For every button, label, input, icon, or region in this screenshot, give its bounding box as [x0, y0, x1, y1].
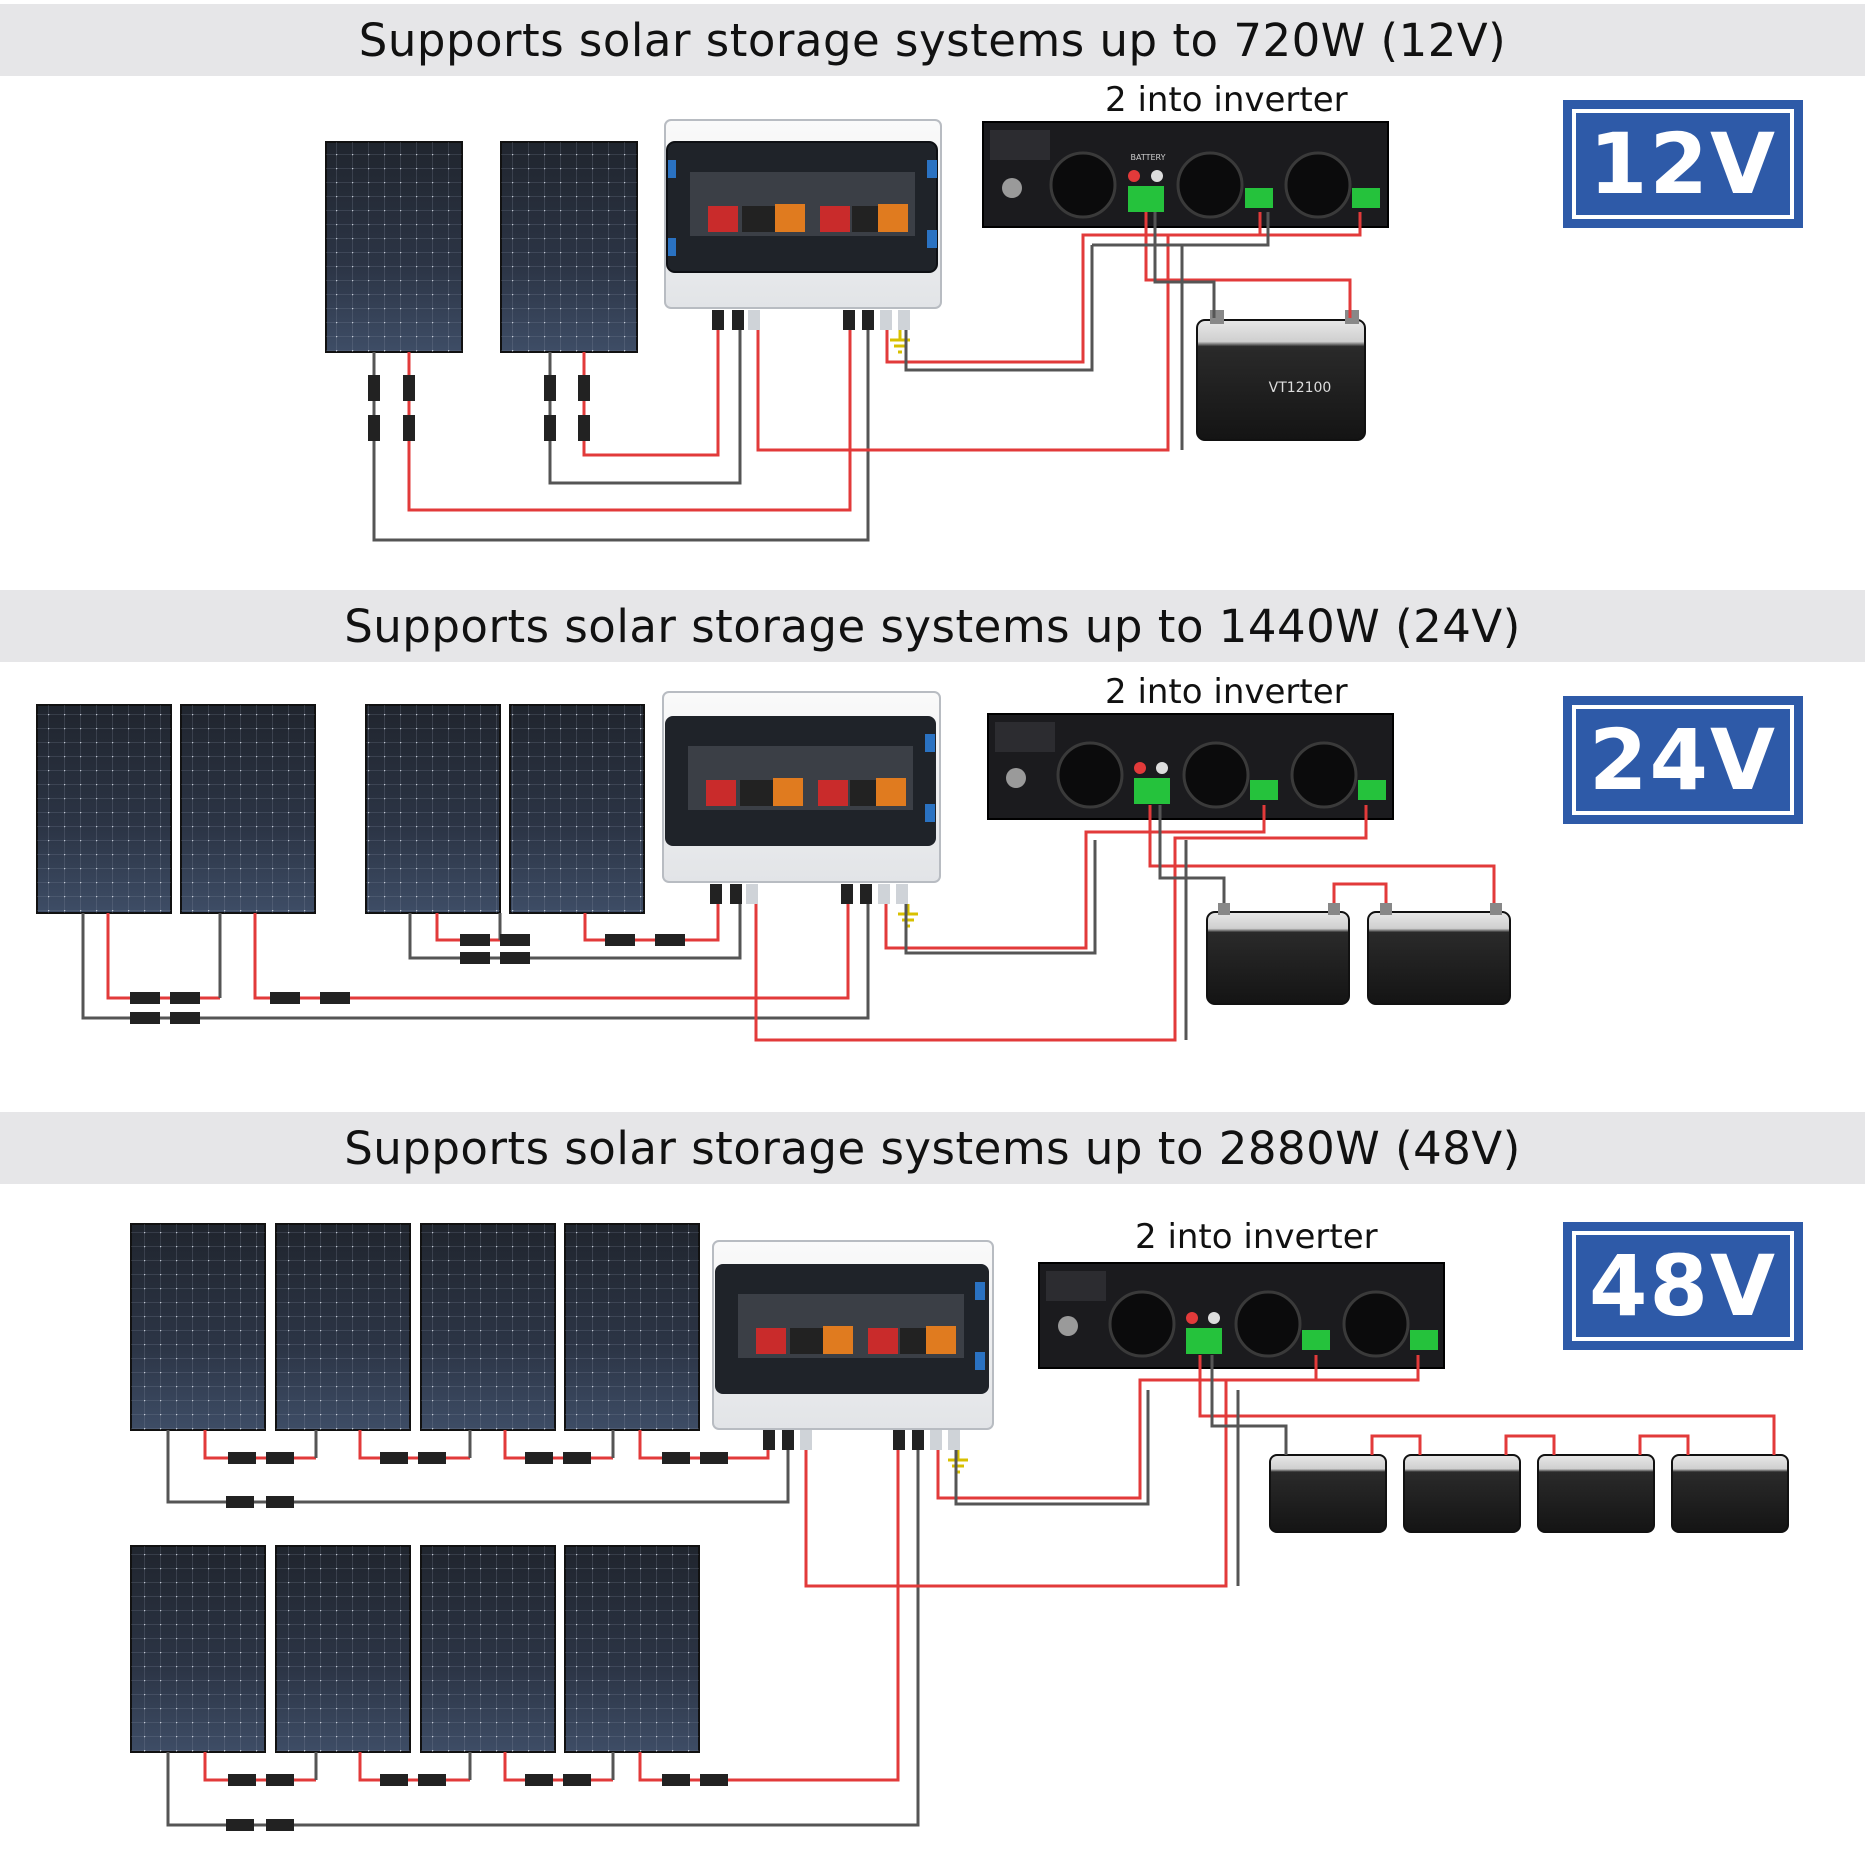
- battery: [1403, 1454, 1521, 1533]
- inverter-battery-text: BATTERY: [1131, 153, 1166, 162]
- section-48v-diagram: [130, 1223, 1789, 1831]
- section-24v-banner: Supports solar storage systems up to 144…: [0, 590, 1865, 662]
- section-12v-title: Supports solar storage systems up to 720…: [358, 13, 1507, 67]
- mc4-connectors-48v: [226, 1452, 728, 1831]
- solar-panel: [36, 704, 172, 914]
- section-48v-banner: Supports solar storage systems up to 288…: [0, 1112, 1865, 1184]
- solar-panel: [420, 1223, 556, 1431]
- mc4-connectors-24v: [130, 934, 685, 1024]
- battery: [1206, 903, 1350, 1005]
- section-24v-title: Supports solar storage systems up to 144…: [344, 599, 1521, 653]
- section-12v-banner: Supports solar storage systems up to 720…: [0, 4, 1865, 76]
- battery: [1269, 1454, 1387, 1533]
- voltage-badge-48v: 48V: [1563, 1222, 1803, 1350]
- battery: VT12100: [1196, 310, 1366, 441]
- solar-panel: [420, 1545, 556, 1753]
- voltage-badge-48v-text: 48V: [1589, 1237, 1777, 1335]
- combiner-box: [712, 1240, 994, 1474]
- section-24v-diagram: [36, 691, 1511, 1042]
- voltage-badge-12v-text: 12V: [1589, 115, 1777, 213]
- solar-panel: [325, 141, 463, 353]
- solar-panel: [564, 1545, 700, 1753]
- wires-48v: [166, 1355, 1776, 1827]
- solar-panel: [130, 1223, 266, 1431]
- inverter: [1038, 1262, 1445, 1369]
- inverter-label-12v: 2 into inverter: [1105, 80, 1348, 120]
- solar-panel: [365, 704, 501, 914]
- inverter: BATTERY: [982, 121, 1389, 228]
- solar-panel: [180, 704, 316, 914]
- battery: [1537, 1454, 1655, 1533]
- voltage-badge-24v-text: 24V: [1589, 711, 1777, 809]
- battery: [1367, 903, 1511, 1005]
- voltage-badge-12v: 12V: [1563, 100, 1803, 228]
- combiner-box: [662, 691, 941, 928]
- inverter: [987, 713, 1394, 820]
- solar-panel: [509, 704, 645, 914]
- inverter-label-24v: 2 into inverter: [1105, 672, 1348, 712]
- voltage-badge-24v: 24V: [1563, 696, 1803, 824]
- mc4-connectors-12v: [368, 375, 590, 441]
- section-48v-title: Supports solar storage systems up to 288…: [344, 1121, 1521, 1175]
- solar-panel: [500, 141, 638, 353]
- section-12v-diagram: BATTERY VT12100: [325, 119, 1389, 542]
- solar-panel: [564, 1223, 700, 1431]
- combiner-box: [664, 119, 942, 354]
- battery: [1671, 1454, 1789, 1533]
- solar-panel: [275, 1223, 411, 1431]
- solar-panel: [130, 1545, 266, 1753]
- inverter-label-48v: 2 into inverter: [1135, 1217, 1378, 1257]
- solar-panel: [275, 1545, 411, 1753]
- battery-model-text: VT12100: [1269, 380, 1332, 396]
